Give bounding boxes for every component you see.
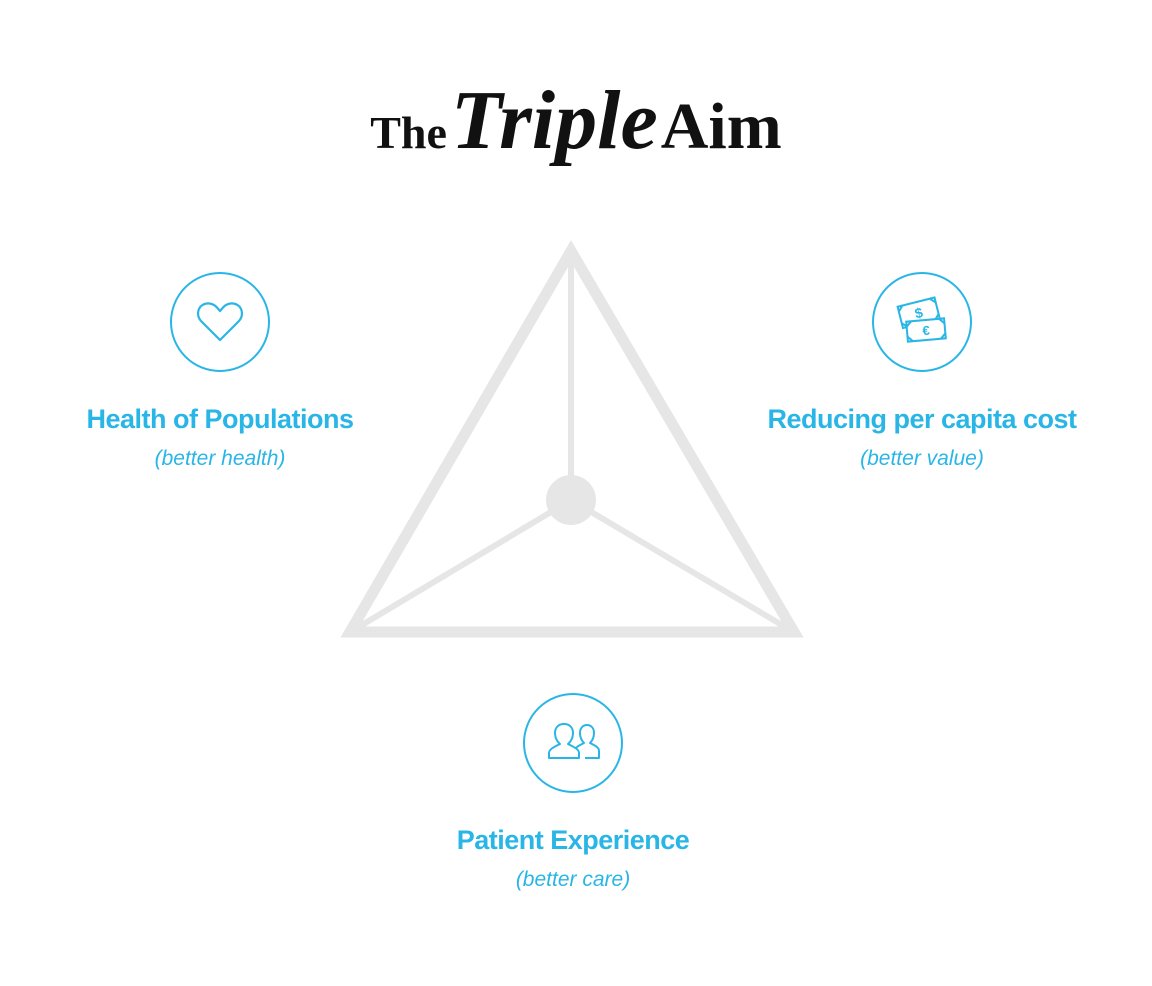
pillar-patient-experience: Patient Experience (better care) xyxy=(393,693,753,892)
title-aim: Aim xyxy=(660,90,782,164)
people-icon xyxy=(548,723,600,759)
pillar-reducing-per-capita-cost: $ € Reducing per capita cost (better val… xyxy=(742,272,1102,471)
pillar-subtitle: (better care) xyxy=(515,868,631,891)
title-triple: Triple xyxy=(450,74,658,168)
pillar-title: Reducing per capita cost xyxy=(767,404,1077,434)
triangle-outline xyxy=(340,240,804,638)
svg-text:$: $ xyxy=(913,304,925,321)
title-the: The xyxy=(370,107,447,159)
pillar-title: Health of Populations xyxy=(86,404,354,434)
spoke-left xyxy=(355,497,573,631)
pillar-subtitle: (better value) xyxy=(860,447,984,470)
pillar-subtitle: (better health) xyxy=(154,447,286,470)
pillar-title: Patient Experience xyxy=(456,825,690,855)
spoke-right xyxy=(569,497,789,631)
people-icon-circle xyxy=(523,693,623,793)
heart-icon-circle xyxy=(170,272,270,372)
page-title: TheTripleAim xyxy=(0,79,1152,163)
money-bills-icon: $ € xyxy=(896,296,947,343)
money-icon-circle: $ € xyxy=(872,272,972,372)
center-node xyxy=(546,475,596,525)
heart-icon xyxy=(196,302,244,342)
pillar-health-of-populations: Health of Populations (better health) xyxy=(40,272,400,471)
svg-text:€: € xyxy=(922,323,931,339)
